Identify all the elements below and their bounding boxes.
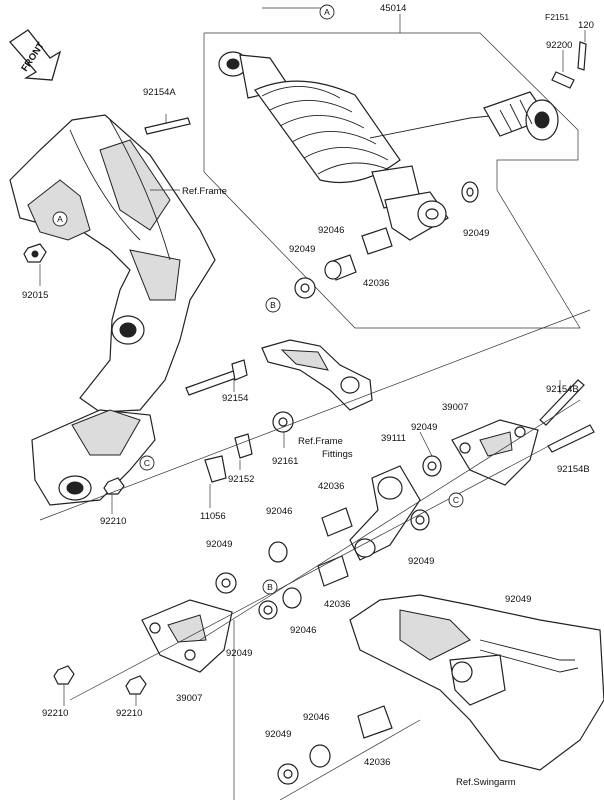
part-label-45014: 45014 — [380, 3, 406, 14]
frame-ref — [9, 114, 216, 506]
ref-circle-c-frame: C — [139, 455, 155, 471]
svg-text:B: B — [270, 300, 276, 310]
ref-circle-c-link: C — [448, 492, 464, 508]
part-label-92210-bl: 92210 — [42, 708, 68, 719]
shock-bushings — [294, 181, 479, 299]
part-label-39111: 39111 — [381, 433, 406, 444]
part-label-92046-bb: 92046 — [303, 712, 329, 723]
part-label-F2151: F2151 — [545, 12, 569, 22]
part-label-42036-m: 42036 — [318, 481, 344, 492]
part-label-92161: 92161 — [272, 456, 298, 467]
ref-frame-label: Ref.Frame — [182, 186, 227, 197]
part-label-92049-ml: 92049 — [206, 539, 232, 550]
part-label-92049-tl: 92049 — [289, 244, 315, 255]
ref-fittings-line2: Fittings — [322, 449, 353, 460]
part-label-39007-b: 39007 — [176, 693, 202, 704]
part-label-92049-c: 92049 — [408, 556, 434, 567]
part-label-92210-l: 92210 — [100, 516, 126, 527]
frame-fittings-ref — [261, 339, 373, 411]
part-label-92049-bb: 92049 — [265, 729, 291, 740]
rocker-arm-39111 — [349, 465, 421, 561]
svg-text:C: C — [453, 495, 459, 505]
svg-text:A: A — [324, 7, 330, 17]
part-label-92200: 92200 — [546, 40, 572, 51]
part-label-92046-t: 92046 — [318, 225, 344, 236]
svg-text:B: B — [267, 582, 273, 592]
part-label-92210-bm: 92210 — [116, 708, 142, 719]
shock-group-outline — [203, 32, 581, 329]
swingarm-ref — [349, 594, 604, 771]
front-arrow-icon: FRONT — [9, 29, 62, 81]
ref-circle-b-shock: B — [265, 297, 281, 313]
part-label-92049-mr: 92049 — [411, 422, 437, 433]
part-label-92015: 92015 — [22, 290, 48, 301]
part-label-92046-b: 92046 — [290, 625, 316, 636]
part-label-120: 120 — [578, 20, 594, 31]
bolt-92154B-top — [539, 379, 585, 426]
ref-circle-b-link: B — [262, 579, 278, 595]
part-label-92154A: 92154A — [143, 87, 176, 98]
part-label-92049-bl: 92049 — [226, 648, 252, 659]
rear-shock-absorber — [218, 41, 587, 241]
tie-rod-39007-top — [451, 419, 539, 486]
part-label-11056: 11056 — [200, 511, 226, 522]
part-label-92049-tr: 92049 — [463, 228, 489, 239]
ref-circle-a-top: A — [319, 4, 335, 20]
nuts-92210 — [53, 477, 147, 695]
part-label-92154B-r: 92154B — [557, 464, 590, 475]
part-label-92049-rr: 92049 — [505, 594, 531, 605]
part-label-42036-b: 42036 — [324, 599, 350, 610]
part-label-92046-m: 92046 — [266, 506, 292, 517]
link-bushings — [215, 455, 536, 648]
part-label-92152: 92152 — [228, 474, 254, 485]
bolt-92154 — [185, 369, 240, 396]
tie-rod-39007-bottom — [141, 599, 233, 673]
ref-circle-a-frame: A — [52, 211, 68, 227]
part-label-42036-bb: 42036 — [364, 757, 390, 768]
bolt-92154B-right — [547, 424, 595, 453]
part-label-92154: 92154 — [222, 393, 248, 404]
ref-fittings-line1: Ref.Frame — [298, 436, 343, 447]
ref-swingarm-label: Ref.Swingarm — [456, 777, 516, 788]
part-label-42036-t: 42036 — [363, 278, 389, 289]
svg-text:A: A — [57, 214, 63, 224]
svg-text:C: C — [144, 458, 150, 468]
swingarm-bushings — [277, 705, 393, 785]
part-label-92154B-top: 92154B — [546, 384, 579, 395]
part-label-39007-tr: 39007 — [442, 402, 468, 413]
link-small-parts — [204, 411, 294, 483]
